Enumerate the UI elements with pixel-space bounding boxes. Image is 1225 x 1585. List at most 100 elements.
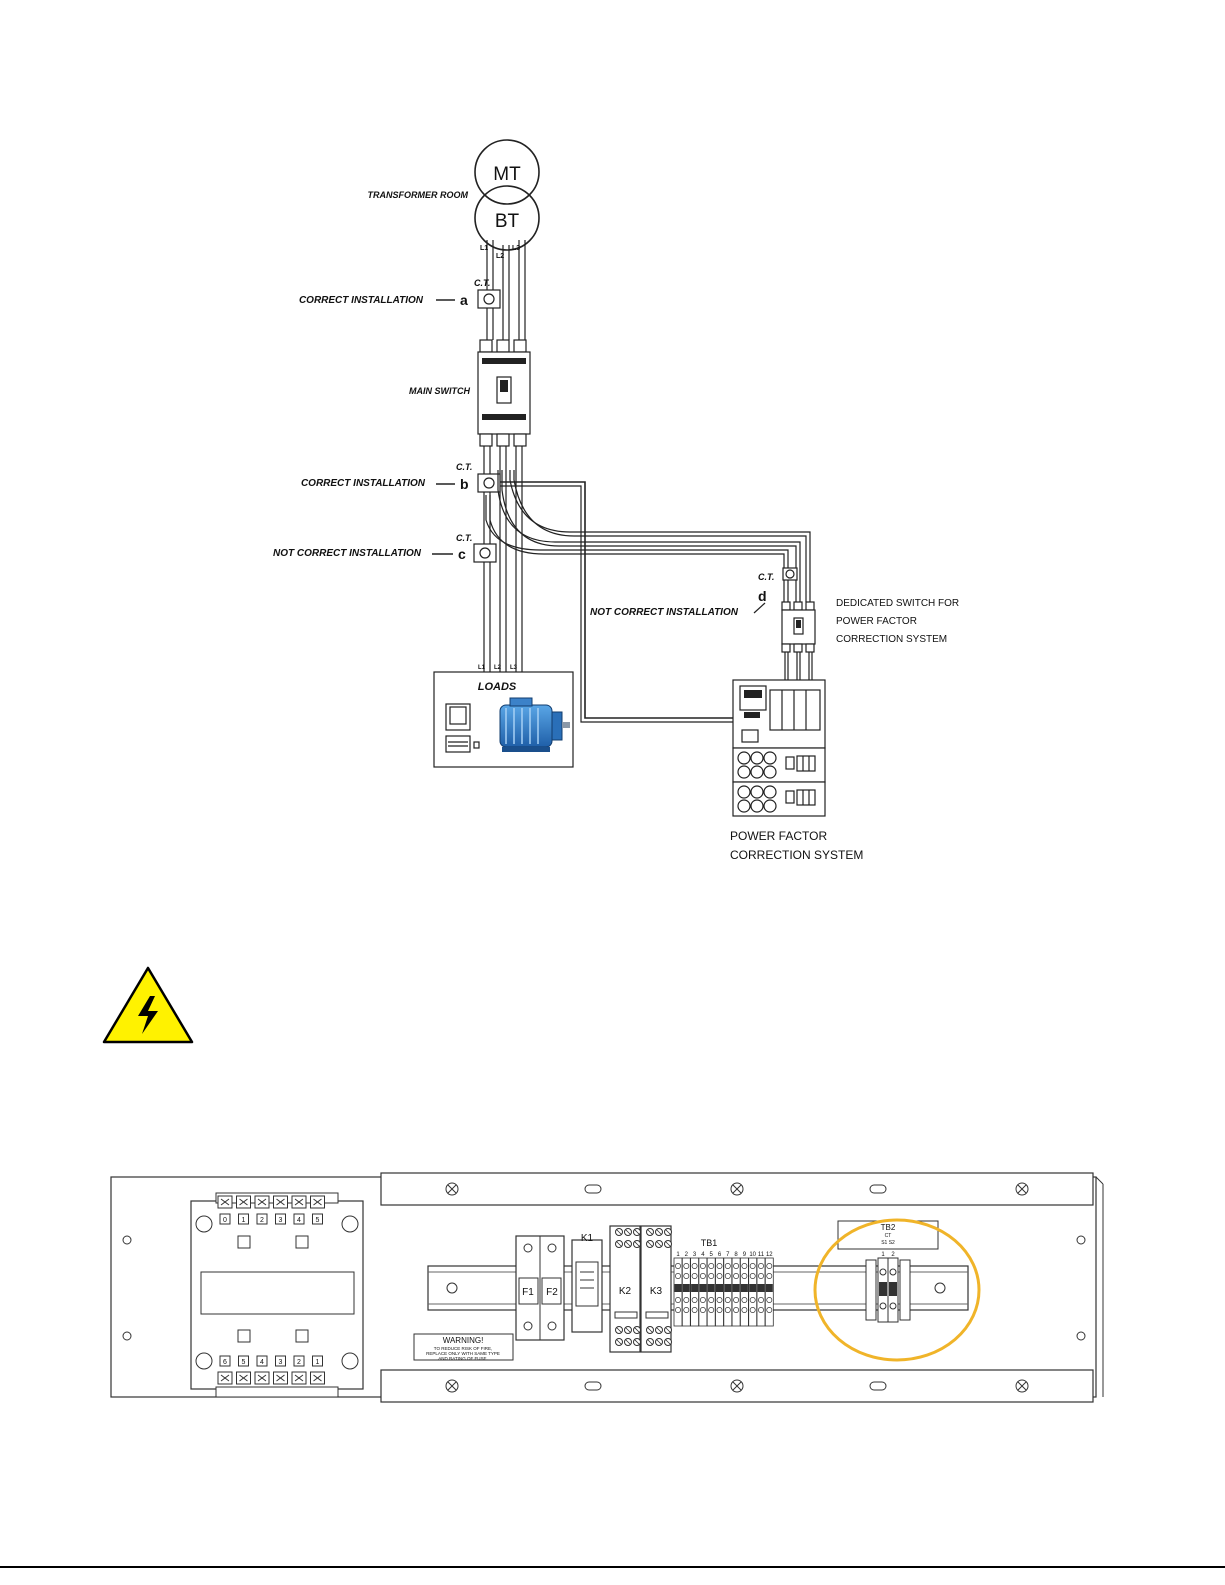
tb1-terminal-number: 12 <box>766 1252 773 1258</box>
position-a-letter: a <box>460 292 468 308</box>
pfc-branch-conductors <box>485 470 811 602</box>
tb1-terminal <box>723 1257 733 1327</box>
tb1-terminal <box>673 1257 683 1327</box>
transformer-terminal-top <box>217 1195 233 1209</box>
ct-a-symbol <box>477 289 501 309</box>
transformer-terminal-top <box>291 1195 307 1209</box>
transformer-terminal-bottom <box>217 1371 233 1385</box>
loads-phase-l1: L1 <box>478 665 486 671</box>
dedicated-switch-line-3: CORRECTION SYSTEM <box>836 634 947 645</box>
transformer-terminal-bottom-label: 1 <box>316 1359 320 1366</box>
pfc-cabinet <box>732 679 826 817</box>
transformer-room-label: TRANSFORMER ROOM <box>368 190 469 200</box>
main-switch-symbol <box>477 339 531 447</box>
transformer-terminal-bottom <box>254 1371 270 1385</box>
tb2-label: TB2 <box>881 1223 896 1232</box>
transformer-terminal-bottom-label: 4 <box>260 1359 264 1366</box>
position-c-letter: c <box>458 546 466 562</box>
loads-box <box>433 671 574 768</box>
tb2-terminal <box>877 1257 889 1323</box>
ct-b-symbol <box>477 473 501 493</box>
dedicated-switch-line-2: POWER FACTOR <box>836 616 917 627</box>
transformer-terminal-top-label: 0 <box>223 1217 227 1224</box>
transformer-bt-label: BT <box>495 211 520 232</box>
transformer-terminal-bottom-label: 3 <box>279 1359 283 1366</box>
position-d-letter: d <box>758 588 767 604</box>
position-c-caption: NOT CORRECT INSTALLATION <box>273 548 422 559</box>
tb1-terminal <box>764 1257 774 1327</box>
page-footer-rule <box>0 1566 1225 1568</box>
transformer-terminal-top <box>254 1195 270 1209</box>
tb1-terminal <box>681 1257 691 1327</box>
transformer-terminal-top <box>273 1195 288 1209</box>
tb1-terminal-number: 9 <box>743 1252 747 1258</box>
ct-d-marker: C.T. <box>758 572 774 582</box>
tb1-terminal <box>690 1257 699 1327</box>
relay-label-k1: K1 <box>581 1233 594 1244</box>
tb1-terminal <box>756 1257 766 1327</box>
transformer-terminal-bottom-label: 5 <box>242 1359 246 1366</box>
tb1-terminal <box>706 1257 716 1327</box>
transformer-terminal-bottom-label: 6 <box>223 1359 227 1366</box>
pfc-label-line-1: POWER FACTOR <box>730 829 827 843</box>
transformer-terminal-top-label: 1 <box>242 1217 246 1224</box>
loads-label: LOADS <box>478 681 517 693</box>
tb1-terminal-number: 11 <box>758 1252 765 1258</box>
panel-warning-title: WARNING! <box>443 1336 484 1345</box>
tb1-terminal-number: 5 <box>710 1252 714 1258</box>
position-a-caption: CORRECT INSTALLATION <box>299 295 424 306</box>
relay-label-k3: K3 <box>650 1286 663 1297</box>
pfc-label-line-2: CORRECTION SYSTEM <box>730 848 863 862</box>
tb1-terminal-number: 2 <box>685 1252 689 1258</box>
tb1-terminal <box>740 1257 749 1327</box>
tb1-label: TB1 <box>701 1238 718 1248</box>
dedicated-switch-symbol <box>781 601 816 690</box>
transformer-terminal-bottom <box>273 1371 288 1385</box>
tb1-terminal <box>748 1257 758 1327</box>
relay-label-k2: K2 <box>619 1286 632 1297</box>
panel-warning-line-3: AND RATING OF FUSE. <box>438 1356 487 1361</box>
tb2-terminal <box>887 1257 899 1323</box>
transformer-terminal-bottom <box>291 1371 307 1385</box>
tb2-sub-label-2: S1 S2 <box>881 1240 895 1246</box>
tb1-terminal-number: 1 <box>676 1252 680 1258</box>
ct-d-symbol <box>782 567 798 581</box>
ct-b-marker: C.T. <box>456 462 472 472</box>
tb1-terminal-number: 4 <box>701 1252 705 1258</box>
transformer-terminal-top-label: 5 <box>316 1217 320 1224</box>
phase-label-l2: L2 <box>496 253 504 260</box>
phase-label-l3: L3 <box>512 245 520 252</box>
position-b-caption: CORRECT INSTALLATION <box>301 478 426 489</box>
main-switch-label: MAIN SWITCH <box>409 386 470 396</box>
phase-label-l1: L1 <box>480 245 488 252</box>
fuse-label-f1: F1 <box>522 1287 534 1298</box>
ct-c-symbol <box>473 543 497 563</box>
transformer-terminal-top-label: 3 <box>279 1217 283 1224</box>
tb1-terminal-number: 7 <box>726 1252 730 1258</box>
ct-signal-wire <box>500 481 735 719</box>
fuse-label-f2: F2 <box>546 1287 558 1298</box>
tb2-terminal-number: 1 <box>881 1252 885 1258</box>
position-d-caption: NOT CORRECT INSTALLATION <box>590 607 739 618</box>
tb1-terminal-number: 10 <box>749 1252 756 1258</box>
transformer-mt-label: MT <box>493 164 521 185</box>
tb1-terminal-number: 3 <box>693 1252 697 1258</box>
loads-phase-l3: L3 <box>510 665 518 671</box>
motor-icon <box>499 697 570 752</box>
transformer-terminal-bottom-label: 2 <box>297 1359 301 1366</box>
tb1-terminal-number: 8 <box>734 1252 738 1258</box>
ct-a-marker: C.T. <box>474 278 490 288</box>
tb2-terminal-number: 2 <box>891 1252 895 1258</box>
ct-c-marker: C.T. <box>456 533 472 543</box>
wiring-diagram: MT BT TRANSFORMER ROOM L1 L2 L3 C.T. COR… <box>273 139 959 862</box>
ct-signal-wire-return <box>500 485 735 723</box>
panel-warning-line-2: REPLACE ONLY WITH SAME TYPE <box>426 1351 500 1356</box>
transformer-terminal-bottom <box>236 1371 251 1385</box>
transformer-symbol: MT BT <box>474 139 540 251</box>
tb1-terminal <box>715 1257 724 1327</box>
panel-warning-line-1: TO REDUCE RISK OF FIRE, <box>434 1346 492 1351</box>
tb1-terminal-number: 6 <box>718 1252 722 1258</box>
transformer-terminal-top-label: 4 <box>297 1217 301 1224</box>
transformer-terminal-top <box>236 1195 251 1209</box>
transformer-terminal-bottom <box>310 1371 325 1385</box>
